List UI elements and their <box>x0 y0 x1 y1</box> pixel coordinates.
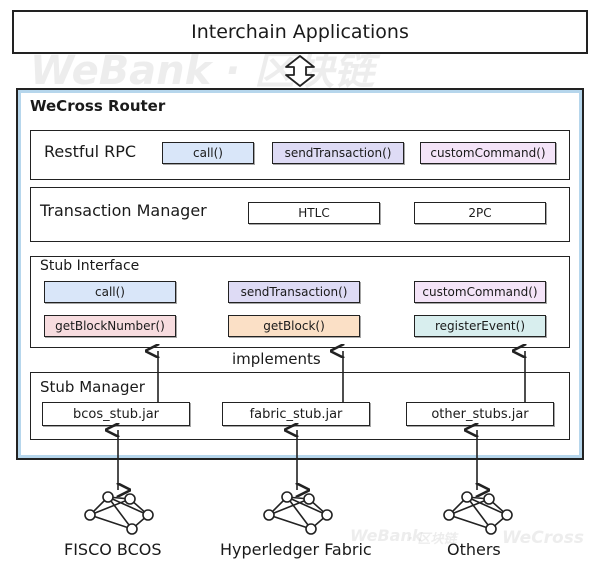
stub-register-event-chip: registerEvent() <box>414 315 546 337</box>
restful-rpc-title: Restful RPC <box>44 142 137 161</box>
interchain-applications-box: Interchain Applications <box>12 10 588 54</box>
stub-get-block-number-chip: getBlockNumber() <box>44 315 176 337</box>
chain-label-others: Others <box>447 540 501 559</box>
chain-label-fisco-bcos: FISCO BCOS <box>64 540 162 559</box>
implements-label: implements <box>232 350 321 368</box>
other-stubs-jar: other_stubs.jar <box>406 402 554 426</box>
fabric-stub-jar: fabric_stub.jar <box>222 402 370 426</box>
restful-send-transaction-chip: sendTransaction() <box>272 142 404 164</box>
stub-manager-title: Stub Manager <box>40 378 145 396</box>
restful-custom-command-chip: customCommand() <box>420 142 556 164</box>
network-icon <box>84 491 154 535</box>
two-pc-chip: 2PC <box>414 202 546 224</box>
transaction-manager-title: Transaction Manager <box>40 201 207 220</box>
watermark-bottom-right: WeCross <box>502 528 584 548</box>
restful-call-chip: call() <box>162 142 254 164</box>
stub-send-transaction-chip: sendTransaction() <box>228 281 360 303</box>
chain-label-hyperledger-fabric: Hyperledger Fabric <box>220 540 372 559</box>
network-icon <box>263 491 333 535</box>
watermark-top: WeBank · 区块链 <box>30 48 375 94</box>
stub-get-block-chip: getBlock() <box>228 315 360 337</box>
interchain-applications-label: Interchain Applications <box>191 20 409 43</box>
stub-interface-title: Stub Interface <box>40 258 140 274</box>
double-arrow-icon <box>285 55 315 87</box>
wecross-router-title: WeCross Router <box>30 97 166 115</box>
htlc-chip: HTLC <box>248 202 380 224</box>
stub-custom-command-chip: customCommand() <box>414 281 546 303</box>
bcos-stub-jar: bcos_stub.jar <box>42 402 190 426</box>
watermark-bottom-left: WeBank <box>350 526 423 545</box>
stub-call-chip: call() <box>44 281 176 303</box>
watermark-bottom-mid: · 区块链 <box>408 532 457 547</box>
